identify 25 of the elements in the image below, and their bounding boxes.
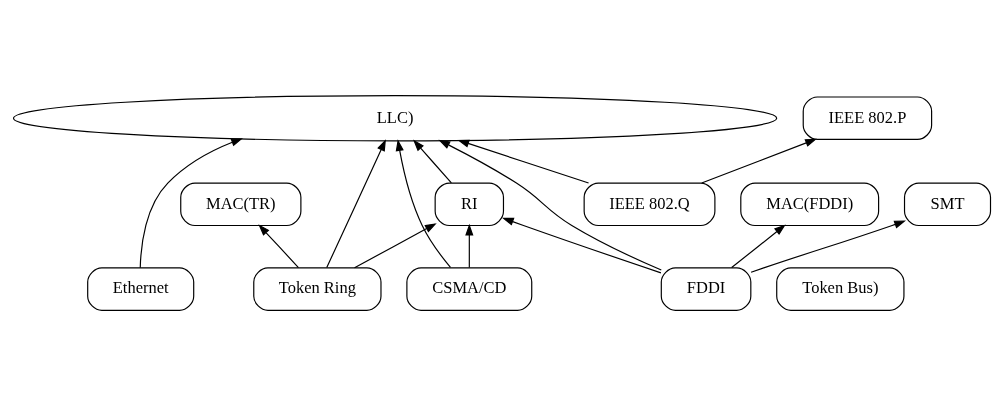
arrow (438, 139, 662, 271)
node-box: Token Bus) (776, 266, 905, 311)
node-box: SMT (903, 182, 992, 226)
arrow (731, 224, 786, 268)
node-box: CSMA/CD (406, 266, 533, 311)
node-box: Token Ring (253, 266, 382, 311)
arrow (326, 138, 386, 268)
arrow (750, 220, 907, 273)
node-box: FDDI (660, 266, 752, 311)
node-box: MAC(FDDI) (740, 182, 880, 226)
node-box: IEEE 802.P (802, 95, 933, 140)
arrow (502, 217, 662, 273)
arrow (258, 223, 300, 268)
arrow (465, 223, 474, 268)
arrow (701, 138, 817, 184)
arrow (395, 138, 452, 268)
node-ellipse: LLC) (12, 94, 778, 141)
node-box: RI (434, 182, 505, 226)
node-box: MAC(TR) (180, 182, 302, 226)
arrow (353, 222, 437, 268)
arrow (457, 139, 590, 184)
arrow (139, 137, 243, 268)
node-box: IEEE 802.Q (583, 182, 716, 226)
arrow (413, 139, 452, 183)
node-box: Ethernet (87, 266, 195, 311)
